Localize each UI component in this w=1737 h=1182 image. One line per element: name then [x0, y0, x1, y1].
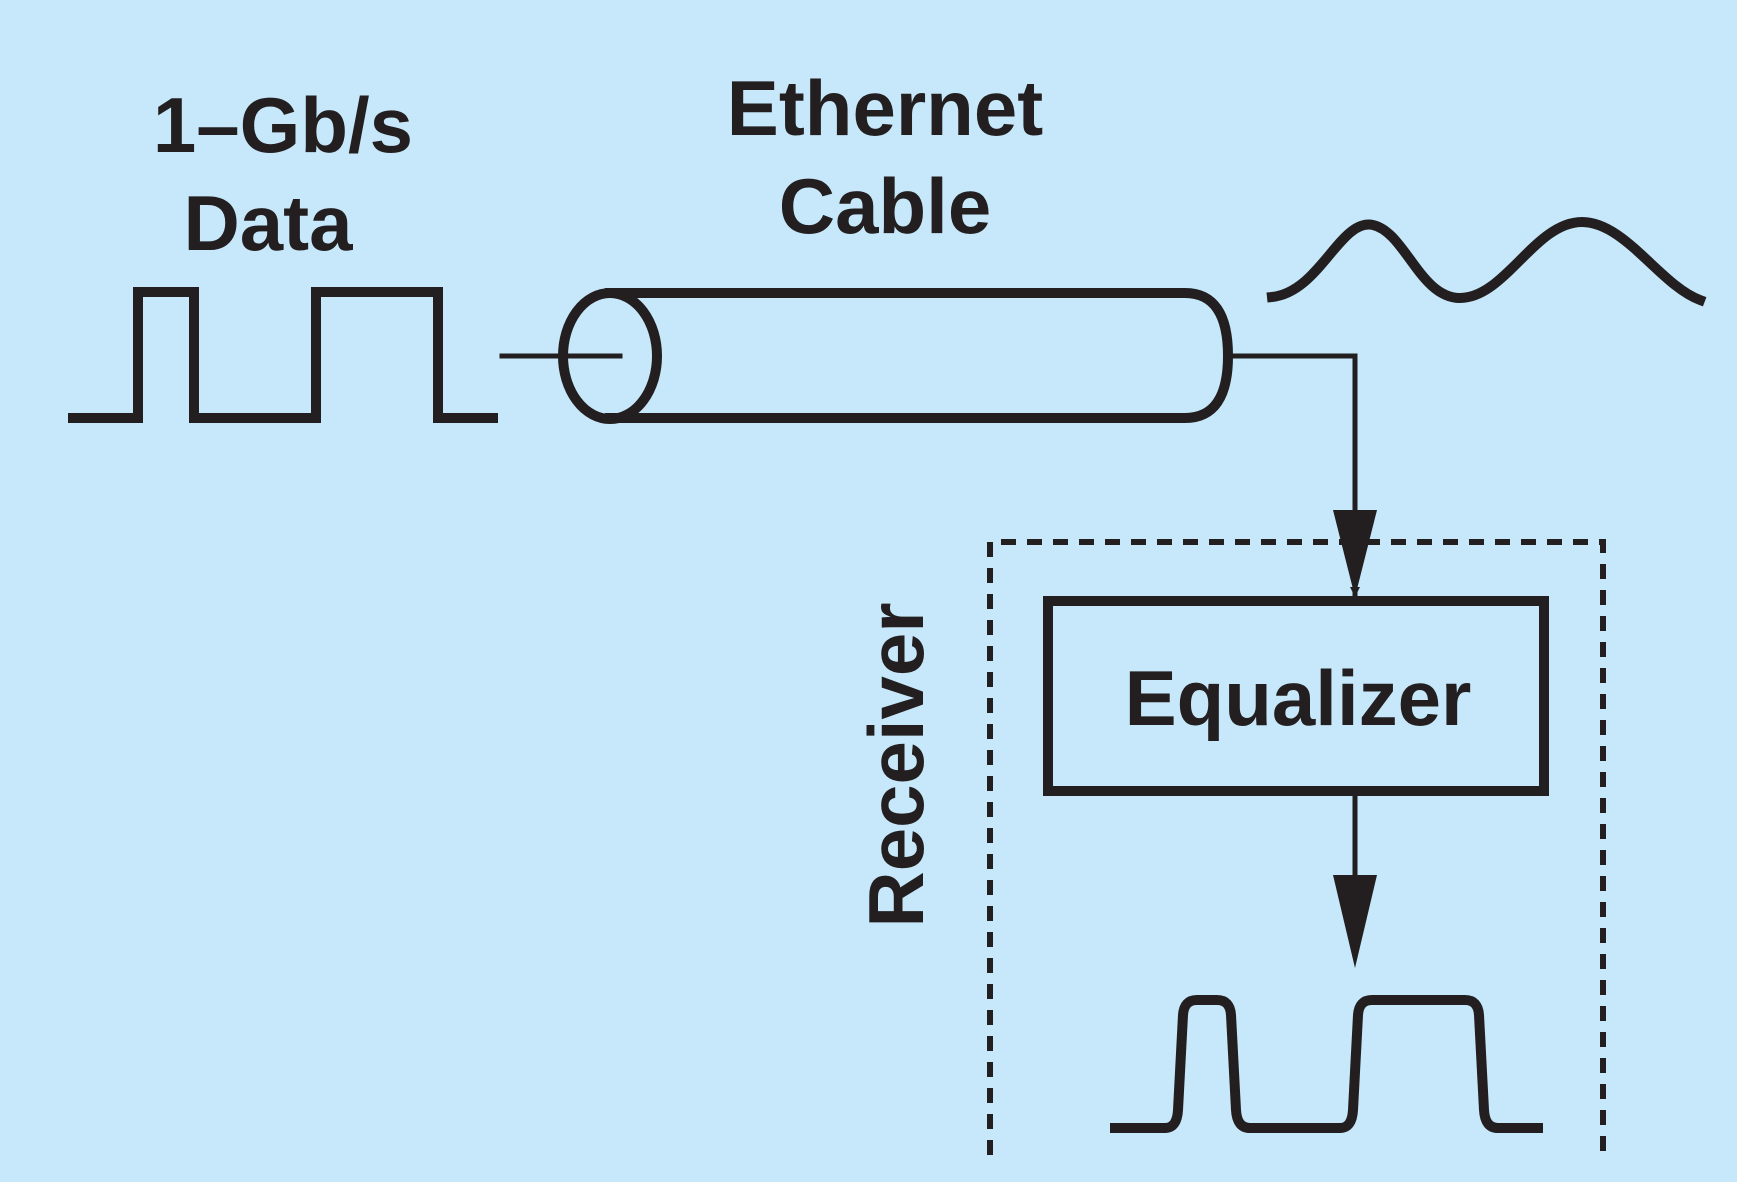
input-data-label: Data [183, 179, 353, 267]
equalizer-input-arrowhead [1333, 510, 1377, 597]
input-data-rate-label: 1–Gb/s [153, 81, 413, 169]
cable-end-face [558, 288, 662, 424]
ethernet-cable [558, 288, 1234, 424]
recovered-pulse-waveform [1110, 995, 1543, 1133]
cable-body [605, 288, 1234, 423]
cable-output-wire [1230, 353, 1358, 593]
receiver-boundary [987, 539, 1606, 1155]
distorted-signal-waveform [1266, 216, 1707, 307]
cable-title-label: Ethernet [727, 64, 1043, 152]
receiver-label: Receiver [852, 602, 940, 927]
equalizer-label: Equalizer [1125, 654, 1472, 742]
cable-subtitle-label: Cable [779, 162, 991, 250]
equalizer-output-arrowhead [1333, 875, 1377, 968]
equalizer-block [1043, 596, 1549, 796]
input-pulse-waveform [68, 287, 498, 423]
